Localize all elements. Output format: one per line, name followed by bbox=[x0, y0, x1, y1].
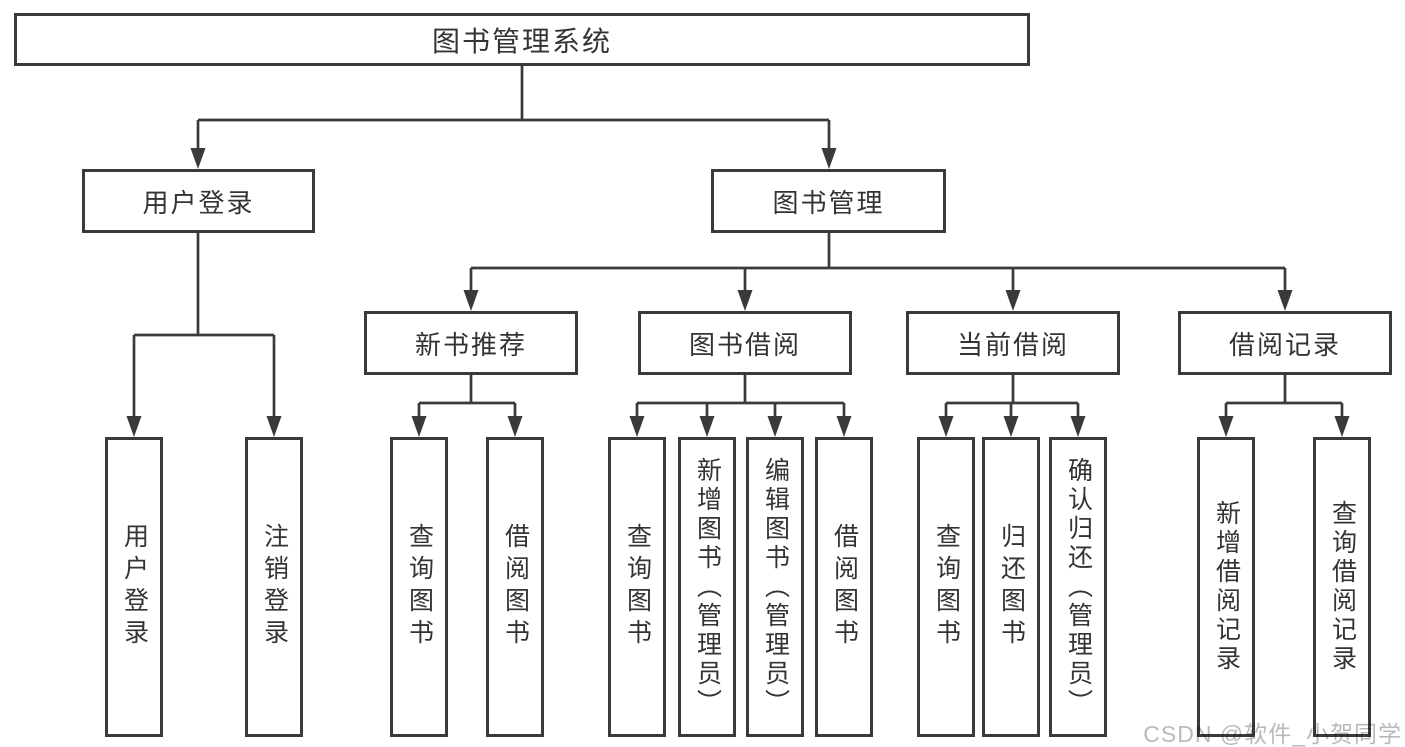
leaf-edit-books-admin: 编辑图书（管理员） bbox=[746, 437, 804, 737]
leaf-return-books: 归还图书 bbox=[982, 437, 1040, 737]
leaf-borrow-books-borrowing: 借阅图书 bbox=[815, 437, 873, 737]
leaf-confirm-return-admin: 确认归还（管理员） bbox=[1049, 437, 1107, 737]
node-label: 图书管理系统 bbox=[431, 25, 612, 57]
node-book-management: 图书管理 bbox=[711, 169, 946, 233]
node-label: 确认归还（管理员） bbox=[1064, 456, 1093, 718]
csdn-watermark: CSDN @软件_小贺同学 bbox=[1143, 721, 1402, 747]
leaf-query-books-borrowing: 查询图书 bbox=[608, 437, 666, 737]
node-label: 查询图书 bbox=[623, 523, 652, 651]
leaf-borrow-books-recommend: 借阅图书 bbox=[486, 437, 544, 737]
node-label: 查询图书 bbox=[932, 523, 961, 651]
node-label: 新书推荐 bbox=[414, 329, 527, 360]
node-new-book-recommendation: 新书推荐 bbox=[364, 311, 578, 375]
node-user-login: 用户登录 bbox=[82, 169, 315, 233]
node-label: 借阅图书 bbox=[501, 523, 530, 651]
node-library-management-system: 图书管理系统 bbox=[14, 13, 1030, 66]
node-label: 图书管理 bbox=[772, 187, 885, 218]
leaf-query-books-recommend: 查询图书 bbox=[390, 437, 448, 737]
node-label: 用户登录 bbox=[142, 187, 255, 218]
leaf-add-borrow-record: 新增借阅记录 bbox=[1197, 437, 1255, 737]
node-label: 图书借阅 bbox=[688, 329, 801, 360]
node-label: 借阅图书 bbox=[830, 523, 859, 651]
leaf-logout: 注销登录 bbox=[245, 437, 303, 737]
node-label: 当前借阅 bbox=[956, 329, 1069, 360]
node-label: 借阅记录 bbox=[1228, 329, 1341, 360]
leaf-add-books-admin: 新增图书（管理员） bbox=[678, 437, 736, 737]
node-borrowing-records: 借阅记录 bbox=[1178, 311, 1392, 375]
node-book-borrowing: 图书借阅 bbox=[638, 311, 852, 375]
node-label: 编辑图书（管理员） bbox=[761, 456, 790, 718]
leaf-user-login: 用户登录 bbox=[105, 437, 163, 737]
node-label: 归还图书 bbox=[997, 523, 1026, 651]
leaf-query-borrow-record: 查询借阅记录 bbox=[1313, 437, 1371, 737]
node-label: 新增图书（管理员） bbox=[693, 456, 722, 718]
node-label: 查询图书 bbox=[405, 523, 434, 651]
node-label: 用户登录 bbox=[120, 523, 149, 651]
node-label: 注销登录 bbox=[260, 523, 289, 651]
node-label: 新增借阅记录 bbox=[1212, 500, 1241, 674]
node-label: 查询借阅记录 bbox=[1328, 500, 1357, 674]
node-current-borrowing: 当前借阅 bbox=[906, 311, 1120, 375]
leaf-query-books-current: 查询图书 bbox=[917, 437, 975, 737]
